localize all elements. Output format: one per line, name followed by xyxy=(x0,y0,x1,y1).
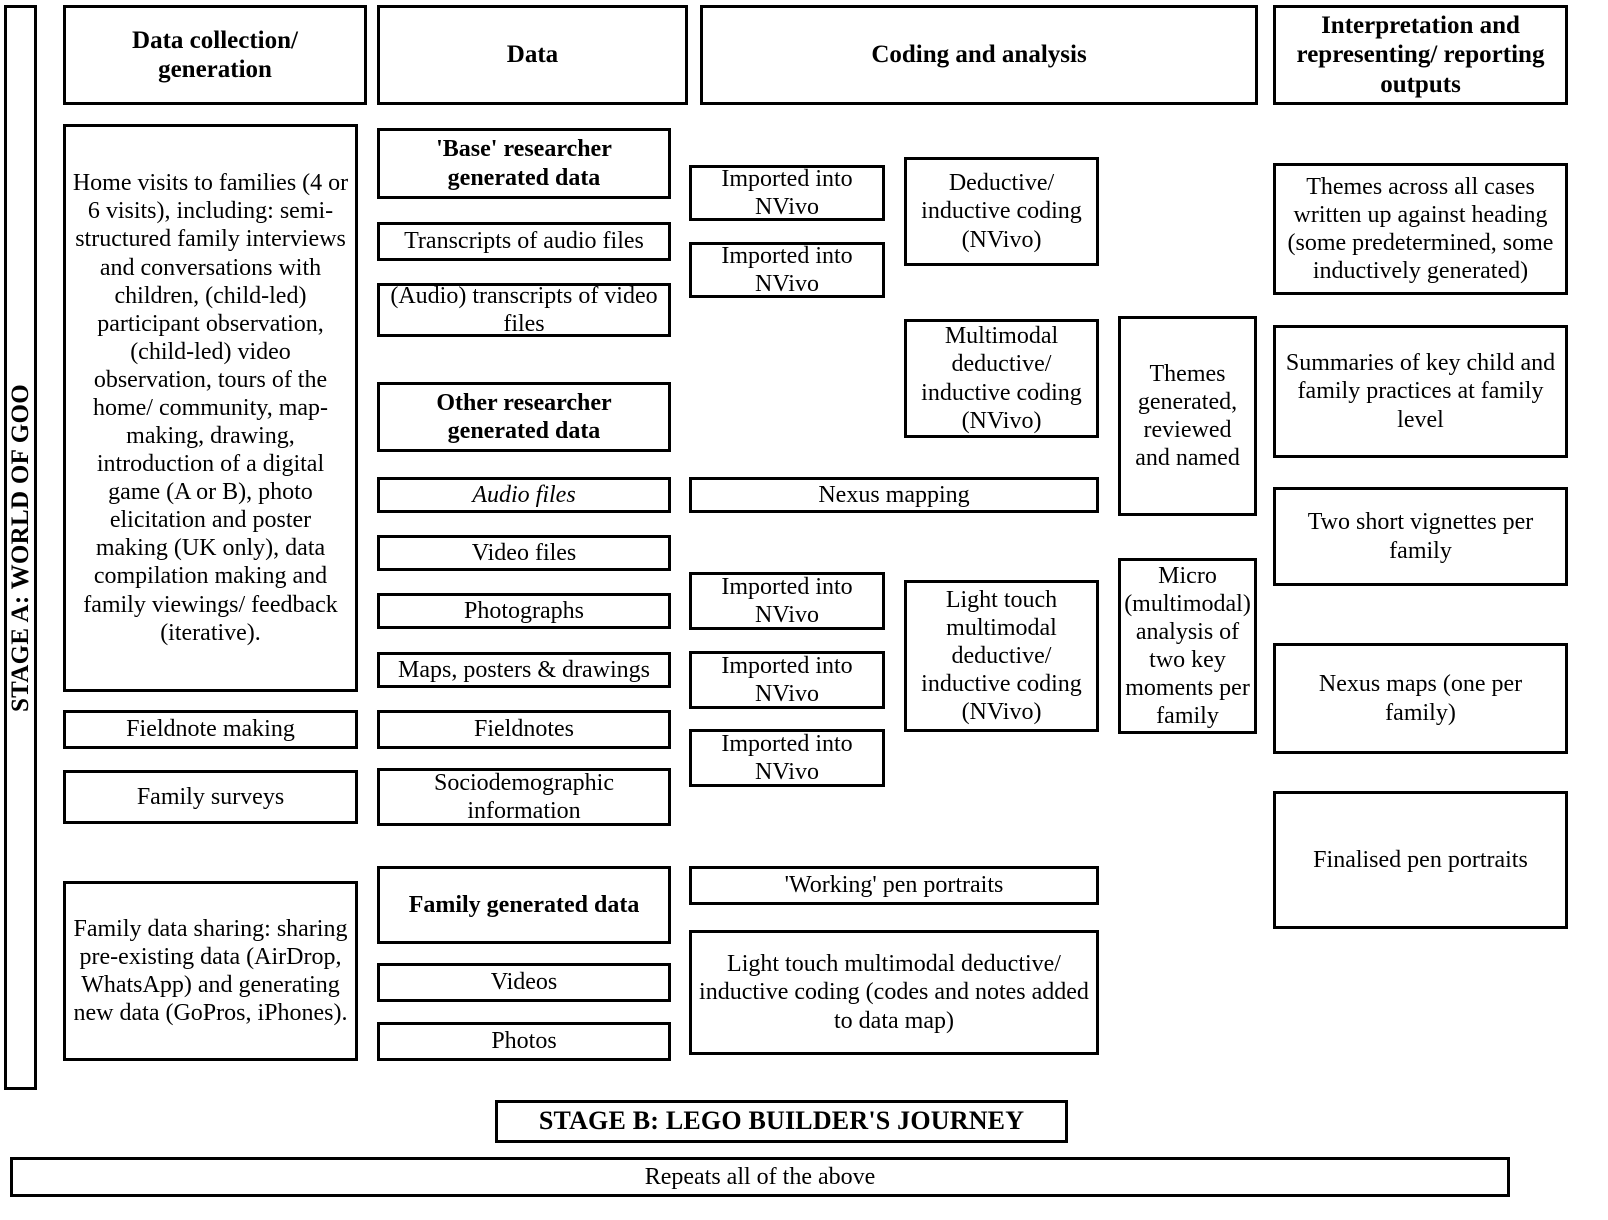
box-audio-files: Audio files xyxy=(377,477,671,513)
box-repeats: Repeats all of the above xyxy=(10,1157,1510,1197)
box-working-pen-portraits: 'Working' pen portraits xyxy=(689,866,1099,905)
box-imported-nvivo-2: Imported into NVivo xyxy=(689,242,885,298)
box-other-researcher-generated-data: Other researcher generated data xyxy=(377,382,671,452)
box-working-pen-portraits-label: 'Working' pen portraits xyxy=(784,872,1004,899)
box-home-visits-label: Home visits to families (4 or 6 visits),… xyxy=(72,170,349,646)
box-videos: Videos xyxy=(377,963,671,1002)
box-family-generated-data: Family generated data xyxy=(377,866,671,944)
box-photos-label: Photos xyxy=(491,1028,557,1055)
box-family-generated-data-label: Family generated data xyxy=(408,891,640,918)
box-light-touch-multimodal-coding: Light touch multimodal deductive/ induct… xyxy=(904,580,1099,732)
box-themes-generated: Themes generated, reviewed and named xyxy=(1118,316,1257,516)
header-interpretation: Interpretation and representing/ reporti… xyxy=(1273,5,1568,105)
box-deductive-inductive-coding: Deductive/ inductive coding (NVivo) xyxy=(904,157,1099,266)
box-imported-nvivo-2-label: Imported into NVivo xyxy=(721,242,853,297)
box-light-touch-multimodal-coding-label: Light touch multimodal deductive/ induct… xyxy=(921,586,1082,726)
box-fieldnotes: Fieldnotes xyxy=(377,710,671,749)
box-fieldnote-making: Fieldnote making xyxy=(63,710,358,749)
box-multimodal-deductive-inductive-coding: Multimodal deductive/ inductive coding (… xyxy=(904,319,1099,438)
box-transcripts-audio: Transcripts of audio files xyxy=(377,222,671,261)
box-transcripts-audio-label: Transcripts of audio files xyxy=(404,228,644,255)
box-transcripts-video: (Audio) transcripts of video files xyxy=(377,283,671,337)
box-themes-across-all-cases: Themes across all cases written up again… xyxy=(1273,163,1568,295)
box-photographs-label: Photographs xyxy=(464,597,584,624)
box-nexus-maps-label: Nexus maps (one per family) xyxy=(1318,671,1523,726)
box-family-data-sharing: Family data sharing: sharing pre-existin… xyxy=(63,881,358,1061)
box-themes-generated-label: Themes generated, reviewed and named xyxy=(1135,360,1240,472)
box-summaries-key-practices: Summaries of key child and family practi… xyxy=(1273,325,1568,458)
box-micro-multimodal-analysis: Micro (multimodal) analysis of two key m… xyxy=(1118,558,1257,734)
header-data-collection: Data collection/ generation xyxy=(63,5,367,105)
header-coding-analysis: Coding and analysis xyxy=(700,5,1258,105)
box-maps-posters-drawings: Maps, posters & drawings xyxy=(377,652,671,688)
box-videos-label: Videos xyxy=(490,969,558,996)
box-nexus-mapping-label: Nexus mapping xyxy=(818,481,970,508)
box-light-touch-coding-data-map: Light touch multimodal deductive/ induct… xyxy=(689,930,1099,1055)
box-base-researcher-generated-data: 'Base' researcher generated data xyxy=(377,128,671,199)
box-imported-nvivo-3-label: Imported into NVivo xyxy=(721,573,853,628)
header-interpretation-label: Interpretation and representing/ reporti… xyxy=(1296,12,1545,98)
box-sociodemographic-information: Sociodemographic information xyxy=(377,768,671,826)
stage-a-label: STAGE A: WORLD OF GOO xyxy=(6,383,34,712)
box-imported-nvivo-5-label: Imported into NVivo xyxy=(721,730,853,785)
box-fieldnote-making-label: Fieldnote making xyxy=(126,716,295,743)
box-repeats-label: Repeats all of the above xyxy=(644,1163,876,1190)
box-family-data-sharing-label: Family data sharing: sharing pre-existin… xyxy=(73,915,348,1027)
box-two-short-vignettes: Two short vignettes per family xyxy=(1273,487,1568,586)
box-video-files: Video files xyxy=(377,535,671,571)
box-maps-posters-drawings-label: Maps, posters & drawings xyxy=(398,656,650,683)
box-sociodemographic-information-label: Sociodemographic information xyxy=(434,769,614,824)
box-family-surveys: Family surveys xyxy=(63,770,358,824)
stage-a-vertical-bar: STAGE A: WORLD OF GOO xyxy=(4,5,37,1090)
box-audio-files-label: Audio files xyxy=(472,481,576,508)
box-multimodal-deductive-inductive-coding-label: Multimodal deductive/ inductive coding (… xyxy=(921,323,1082,434)
box-themes-across-all-cases-label: Themes across all cases written up again… xyxy=(1287,173,1554,285)
box-imported-nvivo-1-label: Imported into NVivo xyxy=(721,165,853,220)
box-nexus-mapping: Nexus mapping xyxy=(689,477,1099,513)
header-coding-analysis-label: Coding and analysis xyxy=(871,41,1087,69)
header-data-collection-label: Data collection/ generation xyxy=(132,26,298,83)
box-stage-b: STAGE B: LEGO BUILDER'S JOURNEY xyxy=(495,1100,1068,1143)
box-imported-nvivo-3: Imported into NVivo xyxy=(689,572,885,630)
box-imported-nvivo-4-label: Imported into NVivo xyxy=(721,652,853,707)
box-fieldnotes-label: Fieldnotes xyxy=(474,716,574,743)
box-two-short-vignettes-label: Two short vignettes per family xyxy=(1307,509,1534,564)
header-data-label: Data xyxy=(506,41,559,69)
box-summaries-key-practices-label: Summaries of key child and family practi… xyxy=(1285,350,1556,433)
box-light-touch-coding-data-map-label: Light touch multimodal deductive/ induct… xyxy=(699,951,1089,1034)
box-imported-nvivo-4: Imported into NVivo xyxy=(689,651,885,709)
box-imported-nvivo-1: Imported into NVivo xyxy=(689,165,885,221)
box-nexus-maps: Nexus maps (one per family) xyxy=(1273,643,1568,754)
box-family-surveys-label: Family surveys xyxy=(136,783,285,810)
box-photos: Photos xyxy=(377,1022,671,1061)
header-data: Data xyxy=(377,5,688,105)
box-finalised-pen-portraits: Finalised pen portraits xyxy=(1273,791,1568,929)
box-base-researcher-generated-data-label: 'Base' researcher generated data xyxy=(436,136,612,191)
box-photographs: Photographs xyxy=(377,593,671,629)
box-imported-nvivo-5: Imported into NVivo xyxy=(689,729,885,787)
box-home-visits: Home visits to families (4 or 6 visits),… xyxy=(63,124,358,692)
box-transcripts-video-label: (Audio) transcripts of video files xyxy=(390,282,658,337)
box-video-files-label: Video files xyxy=(471,539,577,566)
box-finalised-pen-portraits-label: Finalised pen portraits xyxy=(1313,846,1528,873)
box-micro-multimodal-analysis-label: Micro (multimodal) analysis of two key m… xyxy=(1124,562,1251,730)
box-deductive-inductive-coding-label: Deductive/ inductive coding (NVivo) xyxy=(921,170,1082,253)
box-stage-b-label: STAGE B: LEGO BUILDER'S JOURNEY xyxy=(538,1106,1025,1136)
box-other-researcher-generated-data-label: Other researcher generated data xyxy=(436,389,612,444)
